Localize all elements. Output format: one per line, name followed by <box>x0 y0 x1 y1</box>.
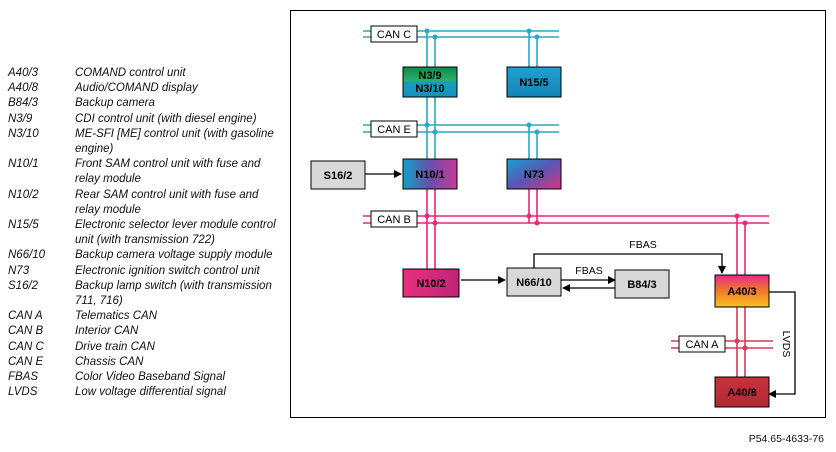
legend-description: Electronic ignition switch control unit <box>75 264 260 277</box>
legend-code: A40/3 <box>8 67 39 79</box>
legend-description: Chassis CAN <box>75 355 144 368</box>
legend-description: Telematics CAN <box>75 310 158 323</box>
legend-description: Audio/COMAND display <box>75 82 198 95</box>
legend-code: N10/1 <box>8 158 39 171</box>
can-a-label: CAN A <box>678 335 726 353</box>
svg-text:CAN A: CAN A <box>685 339 719 351</box>
can-c-junctions <box>424 28 540 40</box>
can-e-label: CAN E <box>370 120 418 138</box>
can-b-bus <box>363 189 769 275</box>
can-e-junctions <box>424 122 540 135</box>
legend-description: CDI control unit (with diesel engine) <box>75 112 257 125</box>
svg-text:N73: N73 <box>524 169 544 181</box>
legend-code: B84/3 <box>8 97 39 110</box>
legend-description: Rear SAM control unit with fuse and rela… <box>75 188 259 216</box>
legend-row: CAN E Chassis CAN <box>8 355 283 370</box>
unit-a40-8: A40/8 <box>714 376 770 408</box>
legend-code: CAN A <box>8 310 43 323</box>
legend-code: N73 <box>8 264 30 277</box>
legend-row: FBAS Color Video Baseband Signal <box>8 370 283 385</box>
unit-n66-10: N66/10 <box>506 267 562 297</box>
legend-description: Backup lamp switch (with transmission 71… <box>75 279 272 308</box>
legend-code: N66/10 <box>8 249 46 262</box>
legend-description: Drive train CAN <box>75 340 155 353</box>
svg-text:CAN E: CAN E <box>377 124 411 136</box>
unit-b84-3: B84/3 <box>614 269 670 299</box>
legend-code: S16/2 <box>8 279 39 292</box>
legend-description: Color Video Baseband Signal <box>75 371 226 384</box>
legend-code: A40/8 <box>8 82 39 95</box>
svg-text:N66/10: N66/10 <box>516 277 551 289</box>
legend-row: LVDS Low voltage differential signal <box>8 385 283 400</box>
legend-description: COMAND control unit <box>75 67 186 79</box>
can-bus-diagram: CAN C CAN E CAN B CAN A FBAS FBAS LVDS N… <box>310 25 796 408</box>
legend-row: N3/9 CDI control unit (with diesel engine… <box>8 112 283 127</box>
legend-description: Interior CAN <box>75 325 139 338</box>
unit-n3-9-label: N3/9 <box>418 70 441 82</box>
legend-code: N3/9 <box>8 112 33 125</box>
svg-text:A40/8: A40/8 <box>727 387 756 399</box>
legend-description: Electronic selector lever module control… <box>75 219 276 247</box>
legend-code: FBAS <box>8 371 39 384</box>
fbas-mid-label: FBAS <box>575 265 602 277</box>
signal-wires <box>365 170 796 398</box>
legend-row: A40/3 COMAND control unit <box>8 66 283 81</box>
legend-description: Backup camera <box>75 97 155 110</box>
can-b-junctions <box>424 213 748 226</box>
legend-row: B84/3 Backup camera <box>8 96 283 111</box>
legend-description: Front SAM control unit with fuse and rel… <box>75 158 261 186</box>
legend-description: Low voltage differential signal <box>75 386 226 399</box>
legend-code: CAN C <box>8 340 44 353</box>
unit-n3-10-label: N3/10 <box>415 83 444 95</box>
can-c-label: CAN C <box>370 25 418 43</box>
legend-row: N15/5 Electronic selector lever module co… <box>8 218 283 248</box>
legend-code: CAN B <box>8 325 44 338</box>
svg-text:N10/2: N10/2 <box>416 278 445 290</box>
diagram-frame: CAN C CAN E CAN B CAN A FBAS FBAS LVDS N… <box>290 10 826 418</box>
svg-text:A40/3: A40/3 <box>727 286 756 298</box>
unit-s16-2: S16/2 <box>310 160 366 190</box>
unit-n3-9-n3-10: N3/9 N3/10 <box>402 66 458 98</box>
svg-text:B84/3: B84/3 <box>627 279 656 291</box>
legend-row: N3/10 ME-SFI [ME] control unit (with gaso… <box>8 127 283 157</box>
legend-description: Backup camera voltage supply module <box>75 249 273 262</box>
legend-row: N10/2 Rear SAM control unit with fuse and… <box>8 188 283 218</box>
unit-a40-3: A40/3 <box>714 274 770 308</box>
legend-row: N10/1 Front SAM control unit with fuse an… <box>8 157 283 187</box>
legend-row: N66/10 Backup camera voltage supply modul… <box>8 248 283 263</box>
unit-n15-5: N15/5 <box>506 66 562 98</box>
unit-n10-1: N10/1 <box>402 158 458 190</box>
legend-row: S16/2 Backup lamp switch (with transmissi… <box>8 279 283 309</box>
legend-code: N3/10 <box>8 127 39 140</box>
legend-row: CAN B Interior CAN <box>8 324 283 339</box>
svg-text:N15/5: N15/5 <box>519 77 548 89</box>
unit-n10-2: N10/2 <box>402 268 460 298</box>
can-b-label: CAN B <box>370 210 418 228</box>
legend-code: N15/5 <box>8 219 39 232</box>
unit-n73: N73 <box>506 158 562 190</box>
legend-row: CAN C Drive train CAN <box>8 340 283 355</box>
lvds-label: LVDS <box>780 331 792 358</box>
fbas-top-label: FBAS <box>629 239 656 251</box>
legend-row: A40/8 Audio/COMAND display <box>8 81 283 96</box>
legend-row: CAN A Telematics CAN <box>8 309 283 324</box>
legend-code: LVDS <box>8 386 38 399</box>
svg-text:S16/2: S16/2 <box>324 170 353 182</box>
legend-description: ME-SFI [ME] control unit (with gasoline … <box>75 127 274 156</box>
svg-text:CAN C: CAN C <box>377 29 411 41</box>
legend-code: CAN E <box>8 355 44 368</box>
svg-text:N10/1: N10/1 <box>415 169 444 181</box>
legend-code: N10/2 <box>8 188 39 201</box>
svg-text:CAN B: CAN B <box>377 214 411 226</box>
legend-row: N73 Electronic ignition switch control un… <box>8 264 283 279</box>
can-a-junctions <box>734 338 748 351</box>
document-reference: P54.65-4633-76 <box>748 433 824 445</box>
